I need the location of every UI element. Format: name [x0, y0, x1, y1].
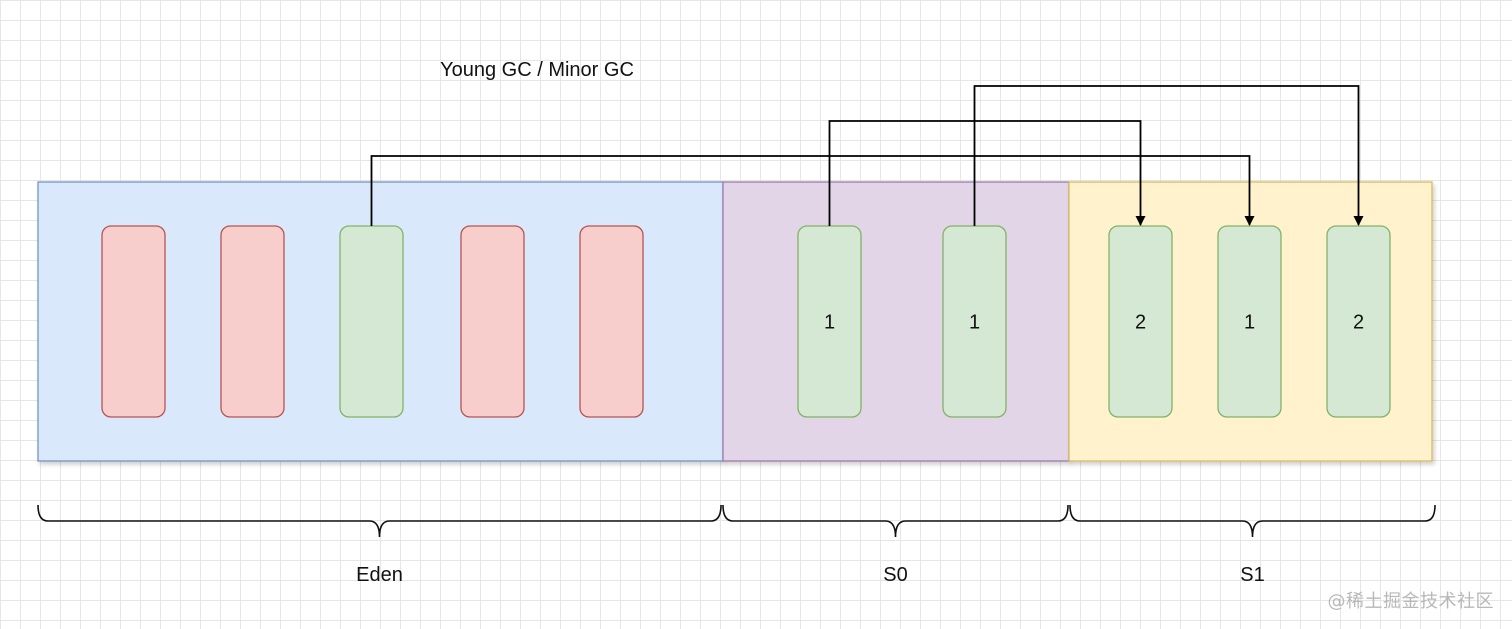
object-age-label: 2 — [1353, 312, 1364, 334]
object-block-s1-alive — [1108, 225, 1173, 418]
region-label-s0: S0 — [883, 564, 907, 586]
object-age-label: 1 — [969, 312, 980, 334]
region-label-eden: Eden — [356, 564, 403, 586]
brace-s1 — [1069, 504, 1436, 538]
object-block-eden-garbage — [460, 225, 525, 418]
object-age-label: 2 — [1135, 312, 1146, 334]
object-age-label: 1 — [1244, 312, 1255, 334]
region-label-s1: S1 — [1240, 564, 1264, 586]
copy-arrow — [828, 120, 1146, 226]
object-block-eden-garbage — [220, 225, 285, 418]
objects-layer: 1 1 2 1 2 — [101, 225, 1391, 418]
brace-s0 — [722, 504, 1069, 538]
brace-eden — [37, 504, 722, 538]
copy-arrow — [973, 85, 1364, 226]
region-s0 — [722, 181, 1070, 462]
object-block-eden-garbage — [579, 225, 644, 418]
watermark-text: @稀土掘金技术社区 — [1327, 591, 1494, 612]
diagram-title: Young GC / Minor GC — [440, 59, 634, 81]
copy-arrow — [370, 155, 1255, 226]
braces-layer: Eden S0 S1 — [37, 504, 1436, 586]
object-block-eden-alive — [339, 225, 404, 418]
object-block-s1-alive — [1326, 225, 1391, 418]
object-block-s1-alive — [1217, 225, 1282, 418]
object-block-eden-garbage — [101, 225, 166, 418]
arrows-layer — [370, 85, 1364, 226]
object-age-label: 1 — [824, 312, 835, 334]
